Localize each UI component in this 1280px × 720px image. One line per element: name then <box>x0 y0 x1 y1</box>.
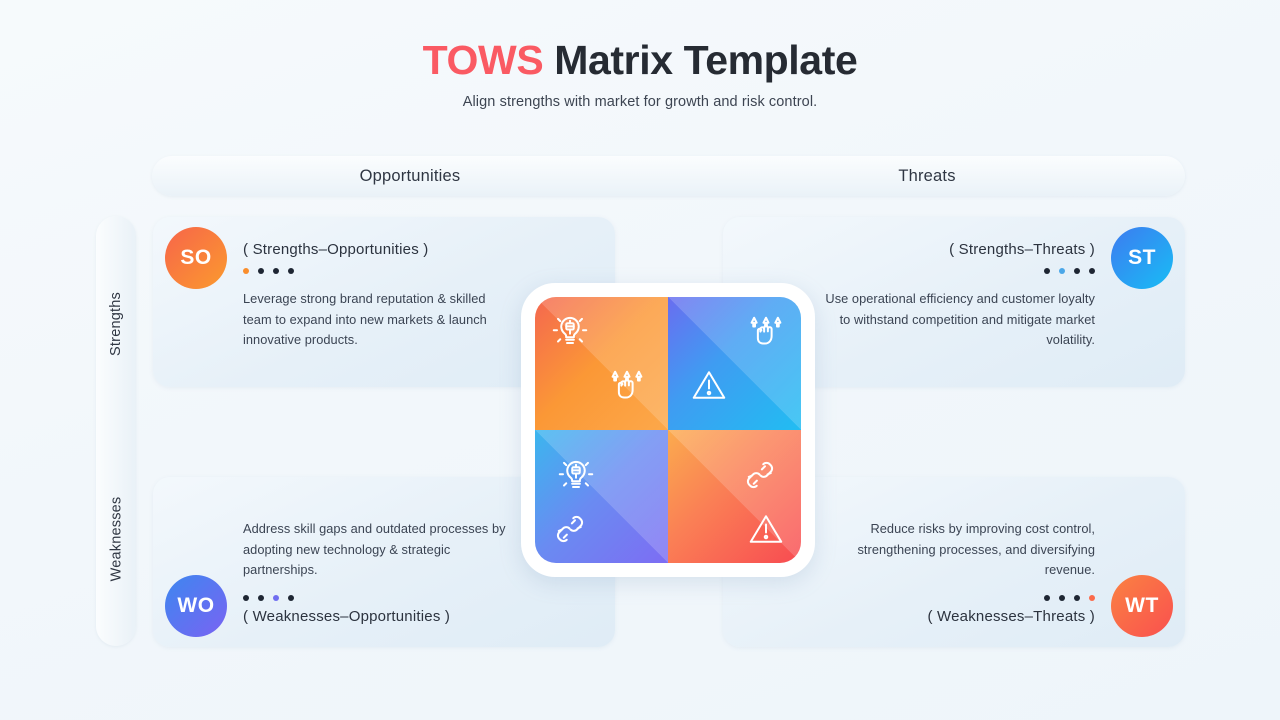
card-body-so: ( Strengths–Opportunities ) Leverage str… <box>243 241 513 351</box>
dot <box>243 595 249 601</box>
row-header-strengths: Strengths <box>96 216 136 431</box>
hand-growth-arrows-icon <box>746 311 786 351</box>
dot <box>1059 595 1065 601</box>
column-header-opportunities: Opportunities <box>359 166 461 185</box>
card-description-wo: Address skill gaps and outdated processe… <box>243 520 506 578</box>
badge-wt: WT <box>1111 575 1173 637</box>
card-body-wt: Reduce risks by improving cost control, … <box>825 519 1095 625</box>
broken-chain-icon <box>740 455 780 495</box>
matrix-quadrant-so <box>535 297 668 430</box>
center-matrix-grid <box>535 297 801 563</box>
page-header: TOWS Matrix Template Align strengths wit… <box>0 0 1280 110</box>
card-title-wt: ( Weaknesses–Threats ) <box>927 608 1095 625</box>
column-header-bar: Opportunities Threats <box>152 156 1185 196</box>
badge-so: SO <box>165 227 227 289</box>
badge-st: ST <box>1111 227 1173 289</box>
dot <box>1074 268 1080 274</box>
card-body-st: ( Strengths–Threats ) Use operational ef… <box>825 241 1095 351</box>
center-matrix-graphic <box>521 283 815 577</box>
dot <box>243 268 249 274</box>
row-header-weaknesses: Weaknesses <box>96 431 136 646</box>
card-title-wo: ( Weaknesses–Opportunities ) <box>243 608 451 625</box>
page-title: TOWS Matrix Template <box>0 38 1280 82</box>
dot <box>1089 595 1095 601</box>
dot <box>258 595 264 601</box>
hand-growth-arrows-icon <box>607 365 647 405</box>
card-title-st: ( Strengths–Threats ) <box>949 241 1095 258</box>
row-header-bar: Strengths Weaknesses <box>96 216 136 646</box>
dot <box>1059 268 1065 274</box>
dot <box>288 595 294 601</box>
dot <box>288 268 294 274</box>
matrix-quadrant-st <box>668 297 801 430</box>
lightbulb-idea-icon <box>550 311 590 351</box>
column-header-threats: Threats <box>898 166 956 185</box>
dot <box>1044 268 1050 274</box>
matrix-quadrant-wt <box>668 430 801 563</box>
lightbulb-idea-icon <box>556 455 596 495</box>
dots-wo <box>243 595 513 601</box>
dot <box>258 268 264 274</box>
dots-so <box>243 268 513 274</box>
dot <box>273 268 279 274</box>
card-title-so: ( Strengths–Opportunities ) <box>243 241 429 258</box>
card-description-so: Leverage strong brand reputation & skill… <box>243 291 487 348</box>
dot <box>1074 595 1080 601</box>
badge-wo: WO <box>165 575 227 637</box>
row-header-weaknesses-label: Weaknesses <box>108 496 124 581</box>
warning-triangle-icon <box>689 365 729 405</box>
dots-st <box>825 268 1095 274</box>
card-body-wo: Address skill gaps and outdated processe… <box>243 519 513 625</box>
row-header-strengths-label: Strengths <box>108 291 124 356</box>
card-description-wt: Reduce risks by improving cost control, … <box>857 520 1095 578</box>
matrix-quadrant-wo <box>535 430 668 563</box>
dot <box>273 595 279 601</box>
dot <box>1089 268 1095 274</box>
card-description-st: Use operational efficiency and customer … <box>825 291 1095 348</box>
dots-wt <box>825 595 1095 601</box>
page-title-rest: Matrix Template <box>543 37 858 83</box>
page-title-accent: TOWS <box>422 37 544 83</box>
warning-triangle-icon <box>746 509 786 549</box>
page-subtitle: Align strengths with market for growth a… <box>462 94 818 111</box>
dot <box>1044 595 1050 601</box>
broken-chain-icon <box>550 509 590 549</box>
